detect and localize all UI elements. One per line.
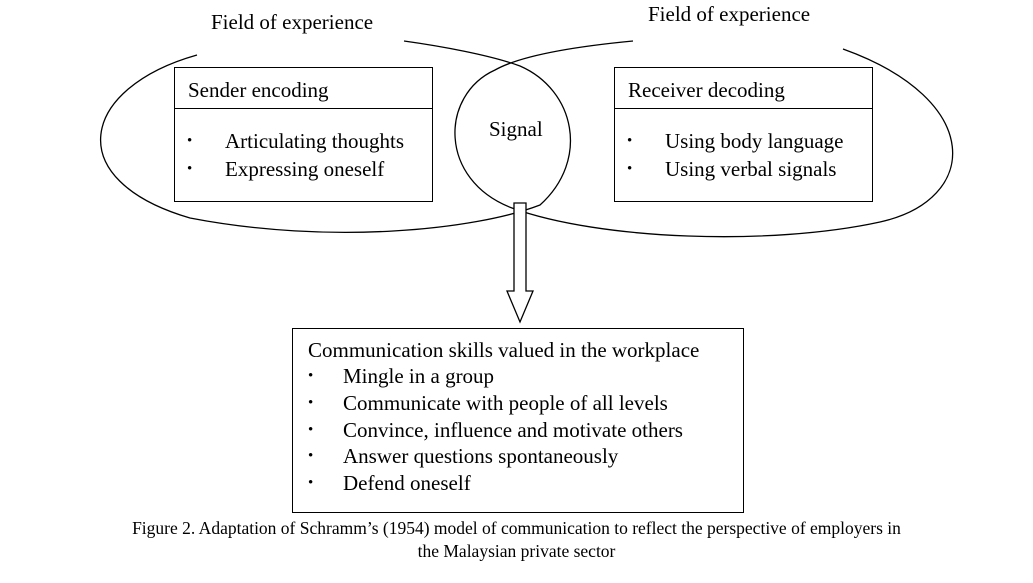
list-item: • Mingle in a group [308, 363, 743, 390]
sender-encoding-title: Sender encoding [175, 68, 432, 109]
list-item-text: Expressing oneself [225, 157, 385, 181]
figure-caption-line-2: the Malaysian private sector [417, 541, 616, 561]
bullet-icon: • [308, 448, 314, 465]
list-item: • Using body language [627, 127, 872, 155]
receiver-decoding-title: Receiver decoding [615, 68, 872, 109]
sender-encoding-list: • Articulating thoughts • Expressing onese… [175, 109, 432, 183]
bullet-icon: • [187, 161, 193, 177]
right-field-ellipse [454, 40, 954, 238]
workplace-skills-box: Communication skills valued in the workp… [292, 328, 744, 513]
list-item: • Convince, influence and motivate others [308, 417, 743, 444]
figure-caption: Figure 2. Adaptation of Schramm’s (1954)… [0, 517, 1033, 563]
signal-down-arrow [506, 202, 534, 324]
bullet-icon: • [627, 133, 633, 149]
list-item: • Expressing oneself [187, 155, 432, 183]
field-of-experience-right-label: Field of experience [648, 2, 811, 26]
list-item: • Communicate with people of all levels [308, 390, 743, 417]
list-item-text: Using body language [665, 129, 844, 153]
sender-encoding-box: Sender encoding • Articulating thoughts •… [174, 67, 433, 202]
field-of-experience-left-label: Field of experience [211, 10, 374, 34]
receiver-decoding-box: Receiver decoding • Using body language •… [614, 67, 873, 202]
list-item: • Defend oneself [308, 470, 743, 497]
list-item: • Using verbal signals [627, 155, 872, 183]
list-item: • Articulating thoughts [187, 127, 432, 155]
workplace-skills-list: • Mingle in a group • Communicate with peo… [293, 363, 743, 497]
bullet-icon: • [187, 133, 193, 149]
left-field-ellipse [99, 40, 572, 233]
bullet-icon: • [308, 475, 314, 492]
list-item-text: Using verbal signals [665, 157, 837, 181]
bullet-icon: • [308, 421, 314, 438]
receiver-decoding-list: • Using body language • Using verbal signa… [615, 109, 872, 183]
figure-caption-line-1: Figure 2. Adaptation of Schramm’s (1954)… [132, 518, 901, 538]
list-item-text: Articulating thoughts [225, 129, 405, 153]
bullet-icon: • [308, 368, 314, 384]
list-item-text: Communicate with people of all levels [343, 390, 668, 415]
list-item-text: Answer questions spontaneously [343, 444, 619, 469]
signal-label: Signal [489, 117, 543, 141]
workplace-skills-title: Communication skills valued in the workp… [308, 338, 700, 362]
list-item-text: Mingle in a group [343, 364, 495, 388]
bullet-icon: • [308, 394, 314, 411]
list-item-text: Defend oneself [343, 471, 471, 496]
list-item: • Answer questions spontaneously [308, 443, 743, 470]
bullet-icon: • [627, 161, 633, 177]
list-item-text: Convince, influence and motivate others [343, 417, 683, 442]
